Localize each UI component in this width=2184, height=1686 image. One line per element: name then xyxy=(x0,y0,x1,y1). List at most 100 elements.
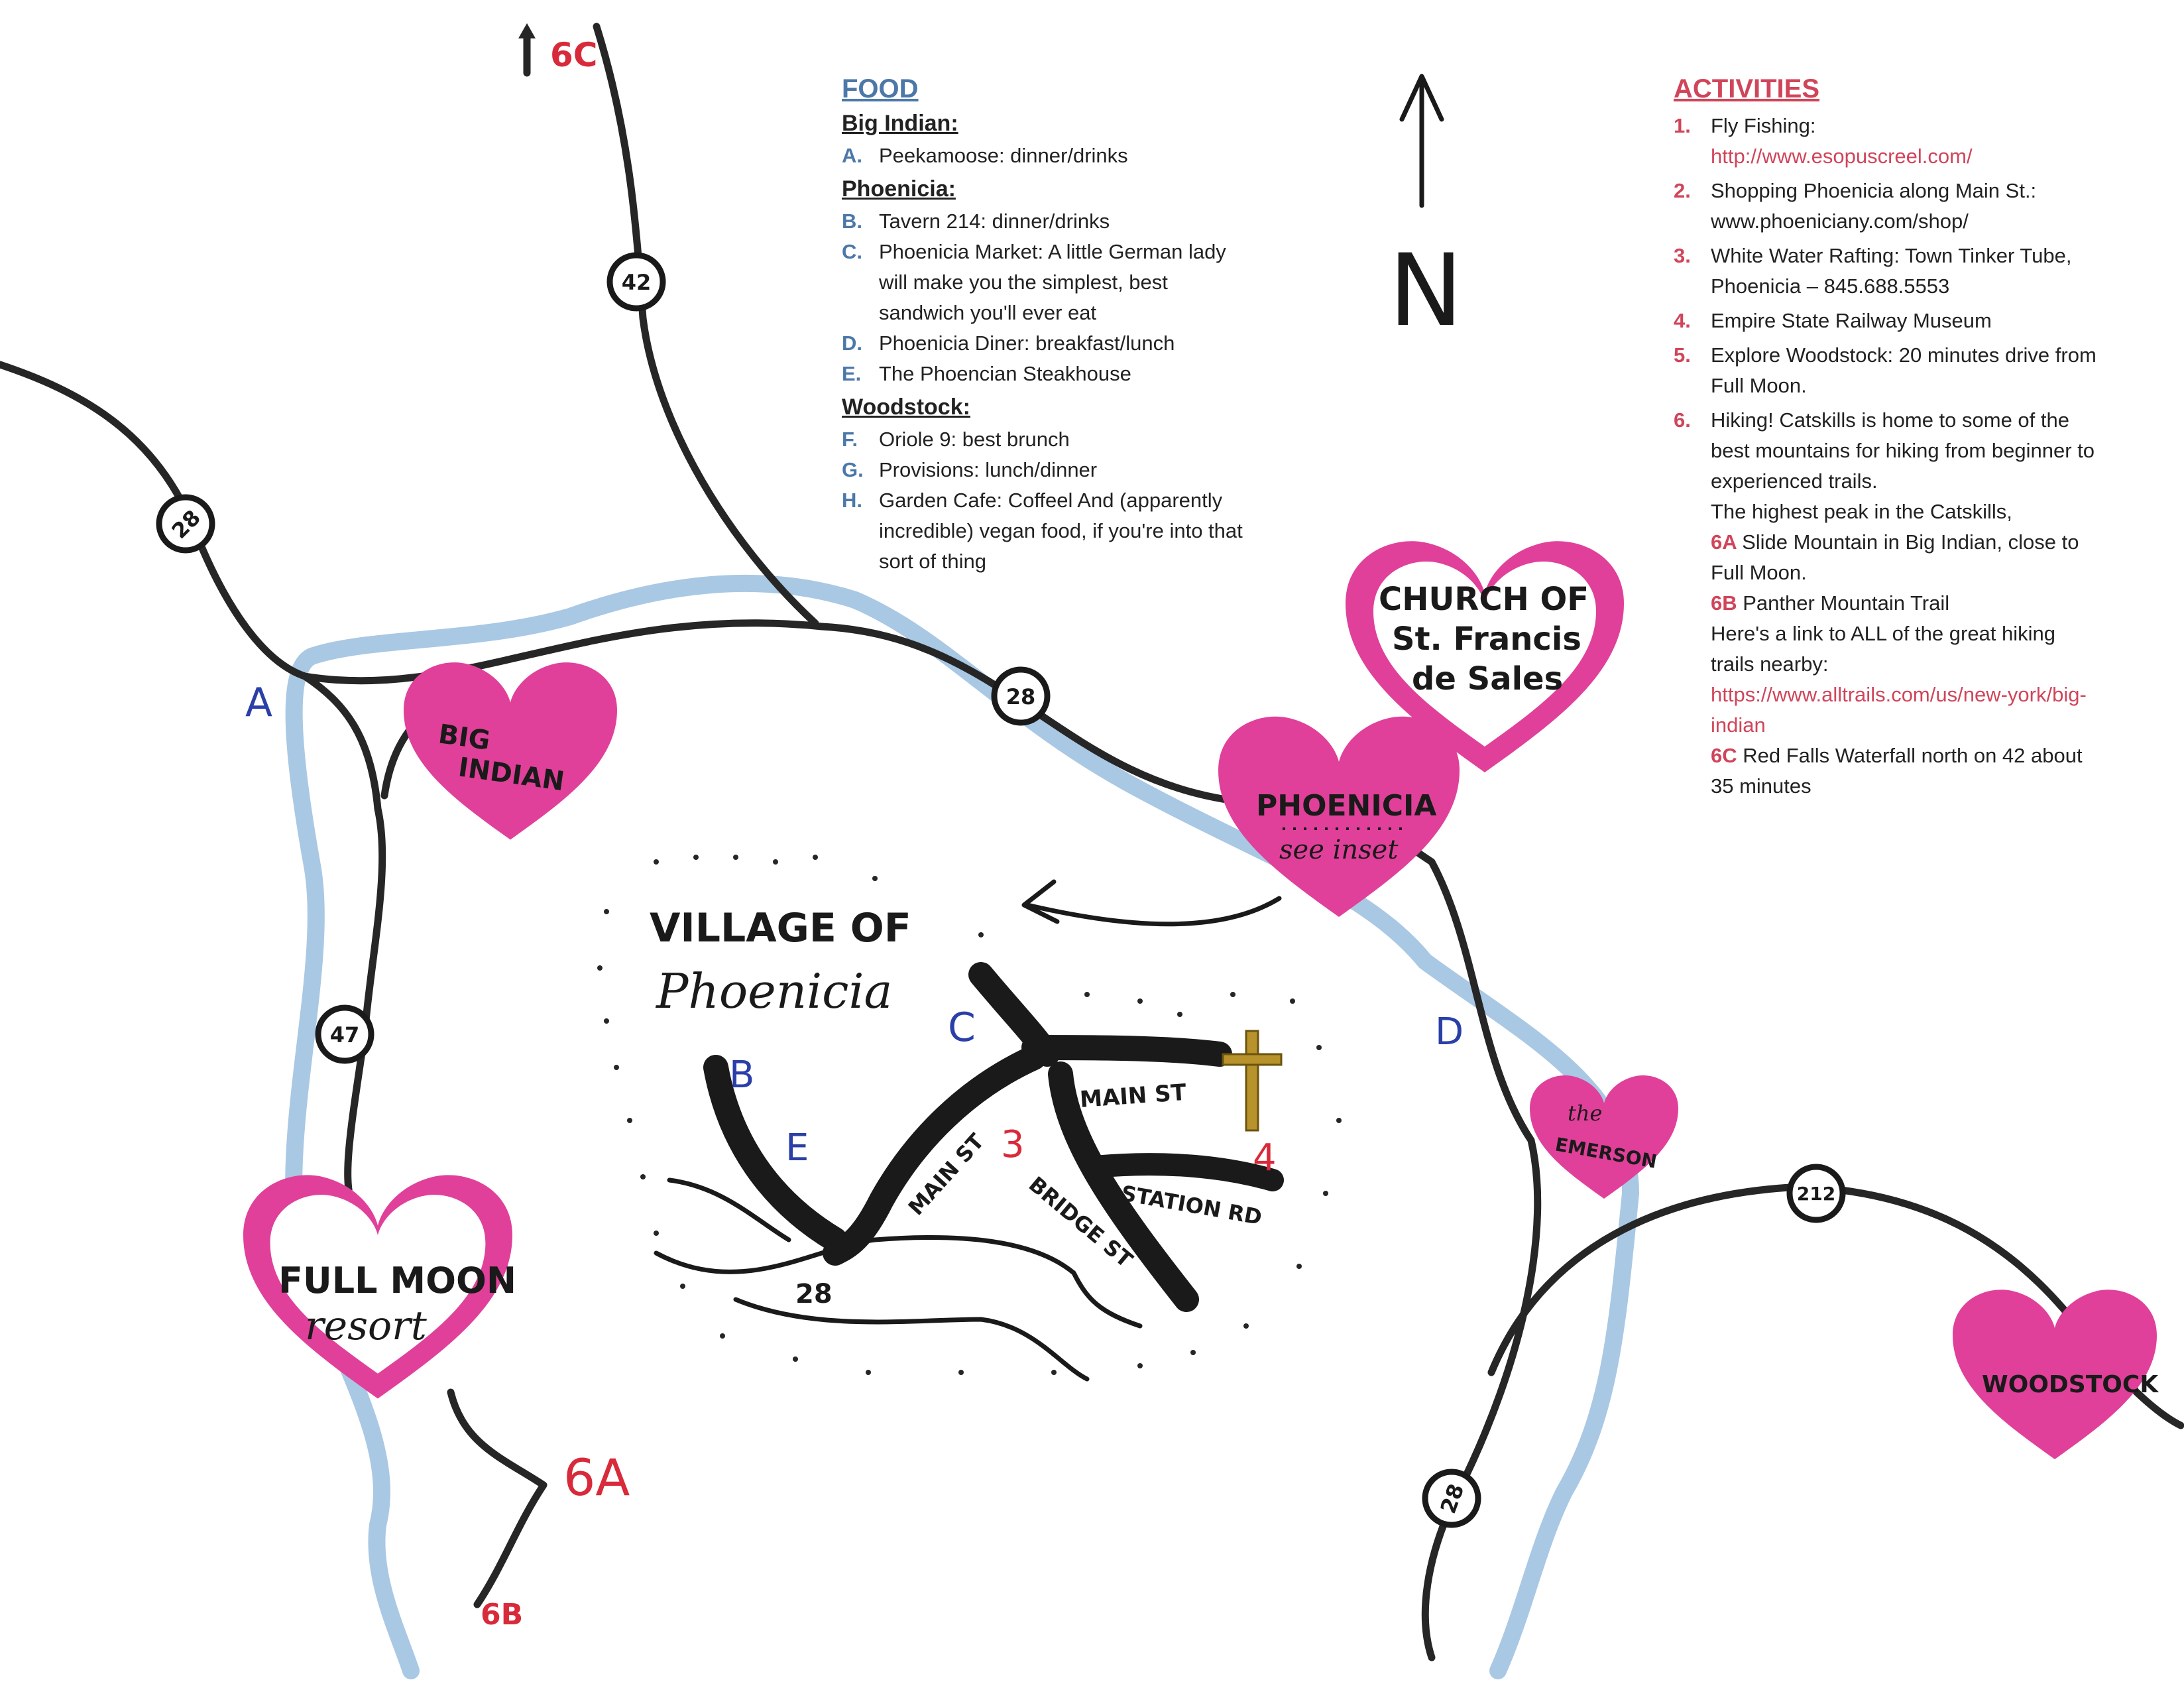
marker-e: E xyxy=(785,1126,809,1170)
food-item: A.Peekamoose: dinner/drinks xyxy=(842,141,1246,171)
church-cross-icon xyxy=(1222,1030,1283,1132)
food-item-key: G. xyxy=(842,458,864,481)
activity-item-body: Explore Woodstock: 20 minutes drive from… xyxy=(1711,340,2098,401)
food-title: FOOD xyxy=(842,74,919,103)
activity-line-text: Panther Mountain Trail xyxy=(1743,591,1950,615)
inset-station-rd xyxy=(1082,1153,1284,1191)
shield-42: 42 xyxy=(606,252,666,312)
activity-line-text: Slide Mountain in Big Indian, close to F… xyxy=(1711,530,2079,584)
marker-6b: 6B xyxy=(481,1598,523,1632)
shield-28-south: 28 xyxy=(1422,1469,1481,1528)
shield-212: 212 xyxy=(1786,1164,1846,1223)
food-item: B.Tavern 214: dinner/drinks xyxy=(842,206,1246,237)
activities-panel: ACTIVITIES 1.Fly Fishing:http://www.esop… xyxy=(1674,74,2098,806)
activity-item-body: Hiking! Catskills is home to some of the… xyxy=(1711,405,2098,802)
activity-line-text: Empire State Railway Museum xyxy=(1711,309,1992,332)
inset-route-28-label: 28 xyxy=(795,1279,833,1309)
route-6a-trail xyxy=(447,1388,547,1608)
heart-full-moon-line-1: FULL MOON xyxy=(278,1260,516,1301)
food-item-key: F. xyxy=(842,428,858,451)
inset-route-28-bottom xyxy=(667,1177,791,1242)
marker-c: C xyxy=(948,1004,976,1051)
shield-28-mid-label: 28 xyxy=(1006,684,1036,709)
inset-route-28-lower xyxy=(733,1297,1090,1382)
shield-28-mid: 28 xyxy=(991,666,1051,726)
food-item-key: D. xyxy=(842,331,862,355)
inset-dotted-border xyxy=(597,855,1342,1375)
inset-main-st-label: MAIN ST xyxy=(1079,1079,1188,1113)
activity-line: Here's a link to ALL of the great hiking… xyxy=(1711,619,2098,680)
food-item-key: B. xyxy=(842,210,862,233)
food-item-key: A. xyxy=(842,144,862,167)
activity-item: 6. Hiking! Catskills is home to some of t… xyxy=(1674,405,2098,802)
inset-title-2: Phoenicia xyxy=(655,963,892,1019)
inset-b-street xyxy=(703,1055,848,1252)
food-item: H. Garden Cafe: Coffeel And (apparently i… xyxy=(842,485,1246,577)
heart-phoenicia xyxy=(1218,716,1460,917)
activity-item-key: 1. xyxy=(1674,114,1691,137)
activity-line: 6B Panther Mountain Trail xyxy=(1711,588,2098,619)
food-item-text: Garden Cafe: Coffeel And (apparently inc… xyxy=(879,489,1243,573)
activity-item-key: 4. xyxy=(1674,309,1691,332)
heart-big-indian xyxy=(404,662,617,840)
heart-church-line-3: de Sales xyxy=(1412,660,1563,697)
shield-47: 47 xyxy=(315,1004,374,1064)
food-item-text: Oriole 9: best brunch xyxy=(879,428,1070,451)
north-label: N xyxy=(1389,233,1463,349)
activity-link[interactable]: https://www.alltrails.com/us/new-york/bi… xyxy=(1711,680,2098,741)
activity-item-key: 2. xyxy=(1674,179,1691,202)
heart-big-indian-shape xyxy=(404,662,617,840)
activity-line-text: https://www.alltrails.com/us/new-york/bi… xyxy=(1711,683,2087,737)
shield-47-label: 47 xyxy=(330,1022,360,1048)
heart-emerson-line-1: the xyxy=(1568,1101,1602,1126)
route-6c-arrow-icon xyxy=(518,23,536,38)
activity-line-text: Explore Woodstock: 20 minutes drive from… xyxy=(1711,343,2097,397)
activity-line: 6C Red Falls Waterfall north on 42 about… xyxy=(1711,741,2098,802)
food-item-text: Phoenicia Diner: breakfast/lunch xyxy=(879,331,1175,355)
route-42-road xyxy=(593,23,819,627)
marker-4: 4 xyxy=(1253,1136,1277,1179)
activity-line-text: Shopping Phoenicia along Main St.: www.p… xyxy=(1711,179,2037,233)
marker-6c: 6C xyxy=(550,36,597,74)
activity-item-key: 3. xyxy=(1674,244,1691,267)
activity-line: Hiking! Catskills is home to some of the… xyxy=(1711,405,2098,497)
marker-d: D xyxy=(1435,1010,1464,1054)
activity-item: 4. Empire State Railway Museum xyxy=(1674,306,2098,336)
food-section-heading: Big Indian: xyxy=(842,111,958,136)
activity-line-text: http://www.esopuscreel.com/ xyxy=(1711,145,1973,168)
food-item-key: C. xyxy=(842,240,862,263)
activity-line: The highest peak in the Catskills, xyxy=(1711,497,2098,527)
food-item: C.Phoenicia Market: A little German lady… xyxy=(842,237,1246,328)
route-shields: 42 28 28 47 212 28 xyxy=(156,252,1846,1528)
shield-212-label: 212 xyxy=(1797,1183,1835,1205)
activity-line: Shopping Phoenicia along Main St.: www.p… xyxy=(1711,176,2098,237)
heart-phoenicia-line-1: PHOENICIA xyxy=(1256,789,1436,823)
activity-line: 6A Slide Mountain in Big Indian, close t… xyxy=(1711,527,2098,588)
esopus-creek xyxy=(285,575,864,1679)
food-panel: FOOD Big Indian: A.Peekamoose: dinner/dri… xyxy=(842,74,1246,577)
inset-arrow-head-icon xyxy=(1021,879,1060,924)
big-indian-spur xyxy=(301,672,386,1217)
heart-church-line-1: CHURCH OF xyxy=(1379,581,1589,618)
activity-line-text: Hiking! Catskills is home to some of the… xyxy=(1711,408,2095,493)
activity-tag: 6C xyxy=(1711,744,1743,767)
shield-42-label: 42 xyxy=(622,270,652,295)
marker-a: A xyxy=(245,680,272,726)
heart-woodstock-line-1: WOODSTOCK xyxy=(1982,1371,2159,1398)
north-arrow-icon xyxy=(1399,74,1444,208)
activity-link[interactable]: http://www.esopuscreel.com/ xyxy=(1711,141,2098,172)
route-28-road xyxy=(0,361,1542,1661)
marker-b: B xyxy=(729,1054,754,1097)
activity-line-text: Red Falls Waterfall north on 42 about 35… xyxy=(1711,744,2083,798)
heart-full-moon xyxy=(243,1175,512,1399)
food-item: G.Provisions: lunch/dinner xyxy=(842,455,1246,485)
inset-main-st-east xyxy=(1021,1035,1232,1067)
activity-item-key: 6. xyxy=(1674,408,1691,432)
food-item-key: E. xyxy=(842,362,862,385)
activity-item-body: Empire State Railway Museum xyxy=(1711,306,2098,336)
activity-line-text: Here's a link to ALL of the great hiking… xyxy=(1711,622,2056,676)
food-item-key: H. xyxy=(842,489,862,512)
activity-items: 1.Fly Fishing:http://www.esopuscreel.com… xyxy=(1674,111,2098,802)
activity-line-text: White Water Rafting: Town Tinker Tube, P… xyxy=(1711,244,2072,298)
